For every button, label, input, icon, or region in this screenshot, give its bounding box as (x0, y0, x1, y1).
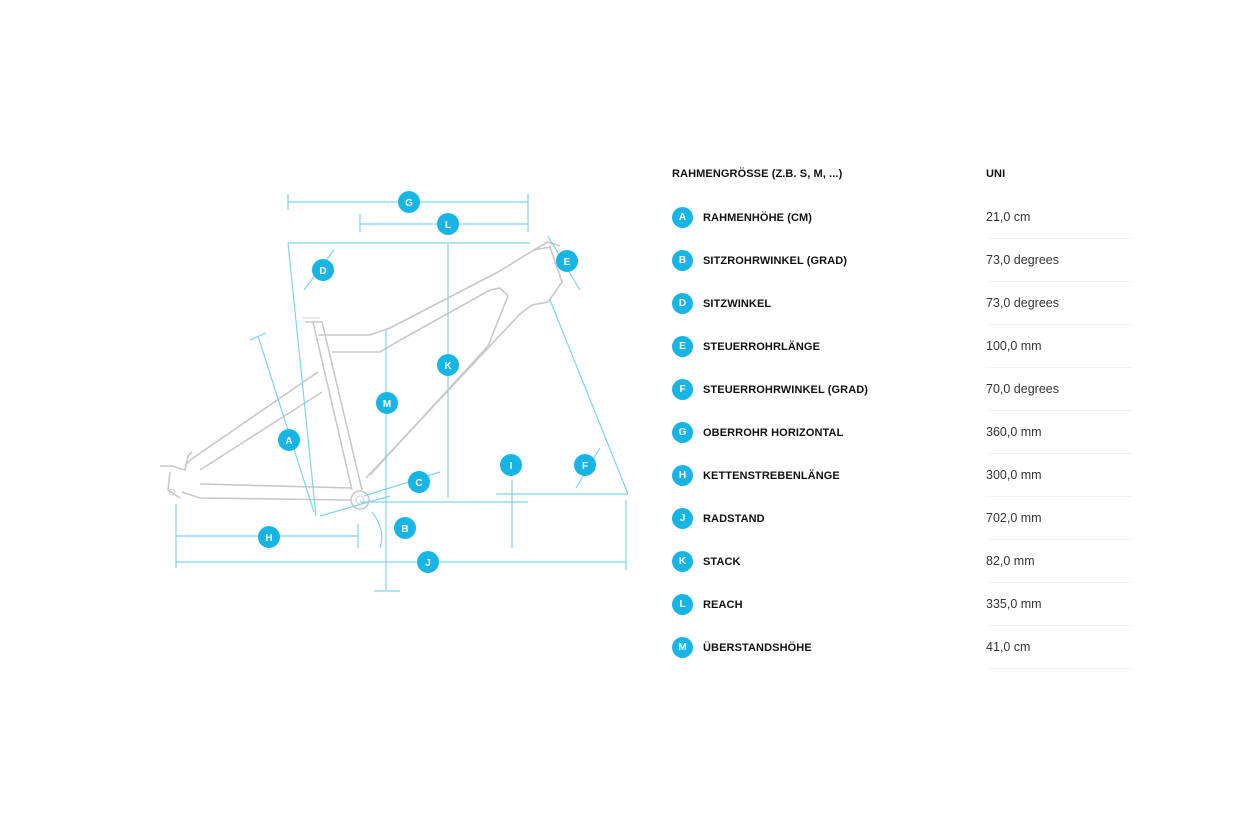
measurement-label: SITZWINKEL (703, 297, 772, 310)
measurement-badge: E (672, 336, 693, 357)
marker-M: M (376, 392, 398, 414)
svg-text:D: D (319, 266, 326, 277)
marker-C: C (408, 471, 430, 493)
measurement-label: RAHMENHÖHE (CM) (703, 211, 813, 224)
table-row: D SITZWINKEL 73,0 degrees (672, 282, 1132, 325)
table-row: B SITZROHRWINKEL (GRAD) 73,0 degrees (672, 239, 1132, 282)
row-label-cell: A RAHMENHÖHE (CM) (672, 207, 986, 228)
table-row: K STACK 82,0 mm (672, 540, 1132, 583)
svg-text:B: B (401, 524, 408, 535)
frame-geometry-diagram: G L D E K M A I F C B H (160, 191, 629, 592)
svg-text:J: J (425, 558, 431, 569)
svg-text:L: L (445, 220, 451, 231)
measurement-badge: B (672, 250, 693, 271)
row-label-cell: B SITZROHRWINKEL (GRAD) (672, 250, 986, 271)
marker-A: A (278, 429, 300, 451)
measurement-value: 82,0 mm (986, 540, 1132, 583)
marker-F: F (574, 454, 596, 476)
svg-text:A: A (285, 436, 292, 447)
measurement-badge: F (672, 379, 693, 400)
measurement-label: REACH (703, 598, 743, 611)
measurement-label: ÜBERSTANDSHÖHE (703, 641, 812, 654)
measurement-label: KETTENSTREBENLÄNGE (703, 469, 840, 482)
measurement-value: 70,0 degrees (986, 368, 1132, 411)
measurement-value: 702,0 mm (986, 497, 1132, 540)
marker-K: K (437, 354, 459, 376)
geometry-table: RAHMENGRÖSSE (Z.B. S, M, ...) UNI A RAHME… (672, 152, 1132, 669)
bike-frame (160, 241, 563, 510)
measurement-badge: G (672, 422, 693, 443)
svg-text:K: K (444, 361, 452, 372)
measurement-value: 73,0 degrees (986, 239, 1132, 282)
measurement-badge: J (672, 508, 693, 529)
measurement-value: 73,0 degrees (986, 282, 1132, 325)
frame-size-header: RAHMENGRÖSSE (Z.B. S, M, ...) (672, 168, 843, 180)
table-row: M ÜBERSTANDSHÖHE 41,0 cm (672, 626, 1132, 669)
marker-G: G (398, 191, 420, 213)
table-row: J RADSTAND 702,0 mm (672, 497, 1132, 540)
row-label-cell: L REACH (672, 594, 986, 615)
measurement-value: 360,0 mm (986, 411, 1132, 454)
row-label-cell: E STEUERROHRLÄNGE (672, 336, 986, 357)
row-label-cell: J RADSTAND (672, 508, 986, 529)
geometry-rows: A RAHMENHÖHE (CM) 21,0 cm B SITZROHRWINKEL (… (672, 196, 1132, 669)
size-value-header: UNI (986, 168, 1006, 180)
svg-text:F: F (582, 461, 588, 472)
table-row: A RAHMENHÖHE (CM) 21,0 cm (672, 196, 1132, 239)
marker-E: E (556, 250, 578, 272)
marker-L: L (437, 213, 459, 235)
row-label-cell: D SITZWINKEL (672, 293, 986, 314)
measurement-value: 100,0 mm (986, 325, 1132, 368)
marker-J: J (417, 551, 439, 573)
measurement-label: STACK (703, 555, 741, 568)
measurement-badge: H (672, 465, 693, 486)
measurement-value: 300,0 mm (986, 454, 1132, 497)
measurement-label: OBERROHR HORIZONTAL (703, 426, 844, 439)
marker-B: B (394, 517, 416, 539)
svg-text:I: I (510, 461, 513, 472)
measurement-value: 21,0 cm (986, 196, 1132, 239)
row-label-cell: G OBERROHR HORIZONTAL (672, 422, 986, 443)
measurement-value: 41,0 cm (986, 626, 1132, 669)
measurement-badge: M (672, 637, 693, 658)
measurement-label: STEUERROHRWINKEL (GRAD) (703, 383, 869, 396)
row-label-cell: M ÜBERSTANDSHÖHE (672, 637, 986, 658)
marker-H: H (258, 526, 280, 548)
row-label-cell: F STEUERROHRWINKEL (GRAD) (672, 379, 986, 400)
measurement-label: SITZROHRWINKEL (GRAD) (703, 254, 848, 267)
measurement-badge: D (672, 293, 693, 314)
svg-text:E: E (564, 257, 571, 268)
table-row: F STEUERROHRWINKEL (GRAD) 70,0 degrees (672, 368, 1132, 411)
table-row: L REACH 335,0 mm (672, 583, 1132, 626)
measurement-label: RADSTAND (703, 512, 765, 525)
table-row: E STEUERROHRLÄNGE 100,0 mm (672, 325, 1132, 368)
measurement-label: STEUERROHRLÄNGE (703, 340, 821, 353)
row-label-cell: K STACK (672, 551, 986, 572)
table-row: G OBERROHR HORIZONTAL 360,0 mm (672, 411, 1132, 454)
measurement-badge: K (672, 551, 693, 572)
measurement-badge: A (672, 207, 693, 228)
measurement-badge: L (672, 594, 693, 615)
marker-I: I (500, 454, 522, 476)
table-row: H KETTENSTREBENLÄNGE 300,0 mm (672, 454, 1132, 497)
table-header: RAHMENGRÖSSE (Z.B. S, M, ...) UNI (672, 152, 1132, 196)
svg-text:M: M (383, 399, 391, 410)
marker-D: D (312, 259, 334, 281)
svg-text:H: H (265, 533, 272, 544)
svg-text:G: G (405, 198, 413, 209)
measurement-value: 335,0 mm (986, 583, 1132, 626)
svg-text:C: C (415, 478, 422, 489)
row-label-cell: H KETTENSTREBENLÄNGE (672, 465, 986, 486)
